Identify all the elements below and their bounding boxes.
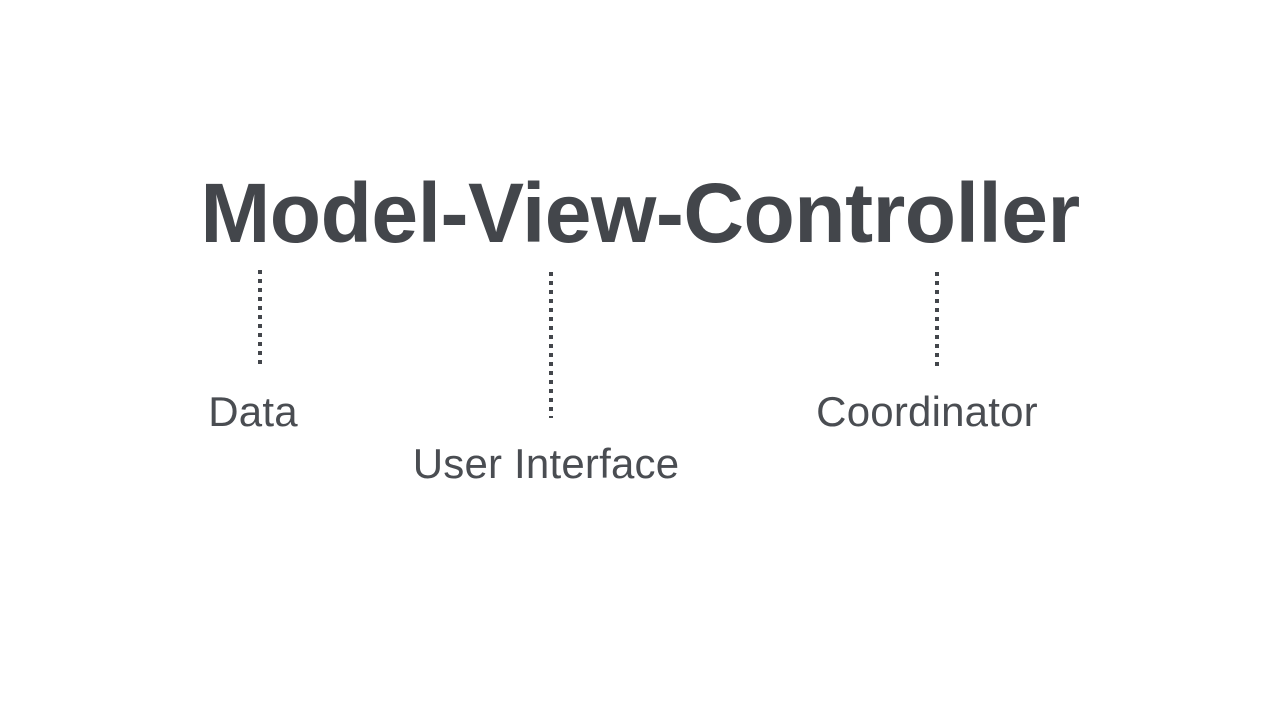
connector-line-controller [935,272,939,366]
label-view-user-interface: User Interface [412,440,680,487]
page-title: Model-View-Controller [200,166,1080,260]
connector-line-view [549,272,553,418]
label-controller-coordinator: Coordinator [816,388,1038,435]
connector-line-model [258,270,262,364]
label-model-data: Data [208,388,298,435]
